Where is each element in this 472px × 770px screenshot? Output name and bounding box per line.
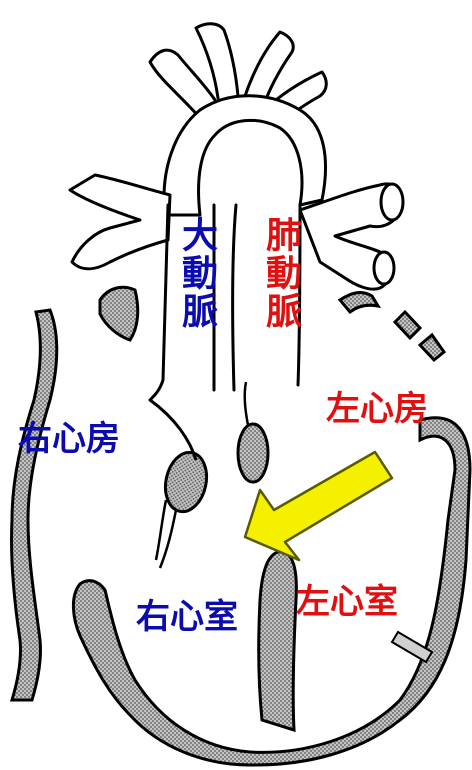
label-left-ventricle: 左心室 bbox=[296, 585, 398, 619]
septum bbox=[259, 552, 297, 730]
label-aorta: 大動脈 bbox=[178, 216, 214, 330]
label-right-atrium: 右心房 bbox=[18, 422, 120, 456]
label-pulmonary-artery: 肺動脈 bbox=[262, 216, 298, 330]
label-right-ventricle: 右心室 bbox=[136, 600, 238, 634]
aortic-arch bbox=[164, 96, 325, 215]
valves bbox=[160, 424, 268, 516]
right-atrium-wall bbox=[11, 310, 56, 700]
left-atrium-wall-pieces bbox=[340, 293, 444, 360]
label-left-atrium: 左心房 bbox=[326, 392, 428, 426]
left-upper-vessels bbox=[70, 175, 170, 269]
right-atrium-cap bbox=[100, 287, 138, 340]
